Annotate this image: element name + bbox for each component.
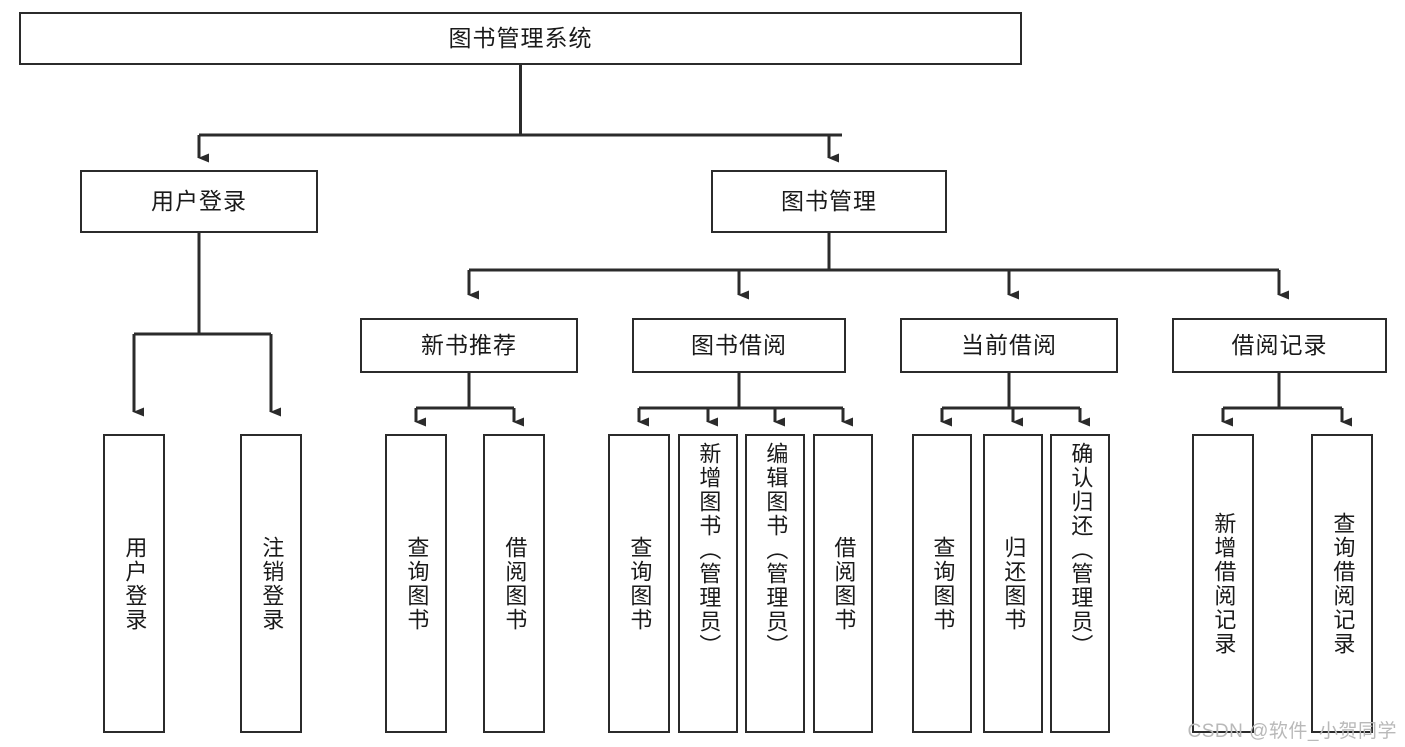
node-leaf-add-borrow-record[interactable]: 新增借阅记录 xyxy=(1192,434,1254,733)
node-borrow-record[interactable]: 借阅记录 xyxy=(1172,318,1387,373)
watermark-text: CSDN @软件_小贺同学 xyxy=(1187,721,1397,742)
node-leaf-user-login[interactable]: 用户登录 xyxy=(103,434,165,733)
node-root-root[interactable]: 图书管理系统 xyxy=(19,12,1022,65)
node-book-management[interactable]: 图书管理 xyxy=(711,170,947,233)
node-user-login[interactable]: 用户登录 xyxy=(80,170,318,233)
node-leaf-user-logout[interactable]: 注销登录 xyxy=(240,434,302,733)
node-leaf-query-borrow-record[interactable]: 查询借阅记录 xyxy=(1311,434,1373,733)
node-current-borrow[interactable]: 当前借阅 xyxy=(900,318,1118,373)
node-leaf-borrow-book-borrow[interactable]: 借阅图书 xyxy=(813,434,873,733)
node-leaf-return-book[interactable]: 归还图书 xyxy=(983,434,1043,733)
node-leaf-borrow-book-recommend[interactable]: 借阅图书 xyxy=(483,434,545,733)
node-leaf-query-book-borrow[interactable]: 查询图书 xyxy=(608,434,670,733)
node-book-borrow[interactable]: 图书借阅 xyxy=(632,318,846,373)
node-leaf-confirm-return-admin[interactable]: 确认归还（管理员） xyxy=(1050,434,1110,733)
node-leaf-edit-book-admin[interactable]: 编辑图书（管理员） xyxy=(745,434,805,733)
node-leaf-add-book-admin[interactable]: 新增图书（管理员） xyxy=(678,434,738,733)
node-leaf-query-book-recommend[interactable]: 查询图书 xyxy=(385,434,447,733)
node-new-book-recommend[interactable]: 新书推荐 xyxy=(360,318,578,373)
node-leaf-query-book-current[interactable]: 查询图书 xyxy=(912,434,972,733)
